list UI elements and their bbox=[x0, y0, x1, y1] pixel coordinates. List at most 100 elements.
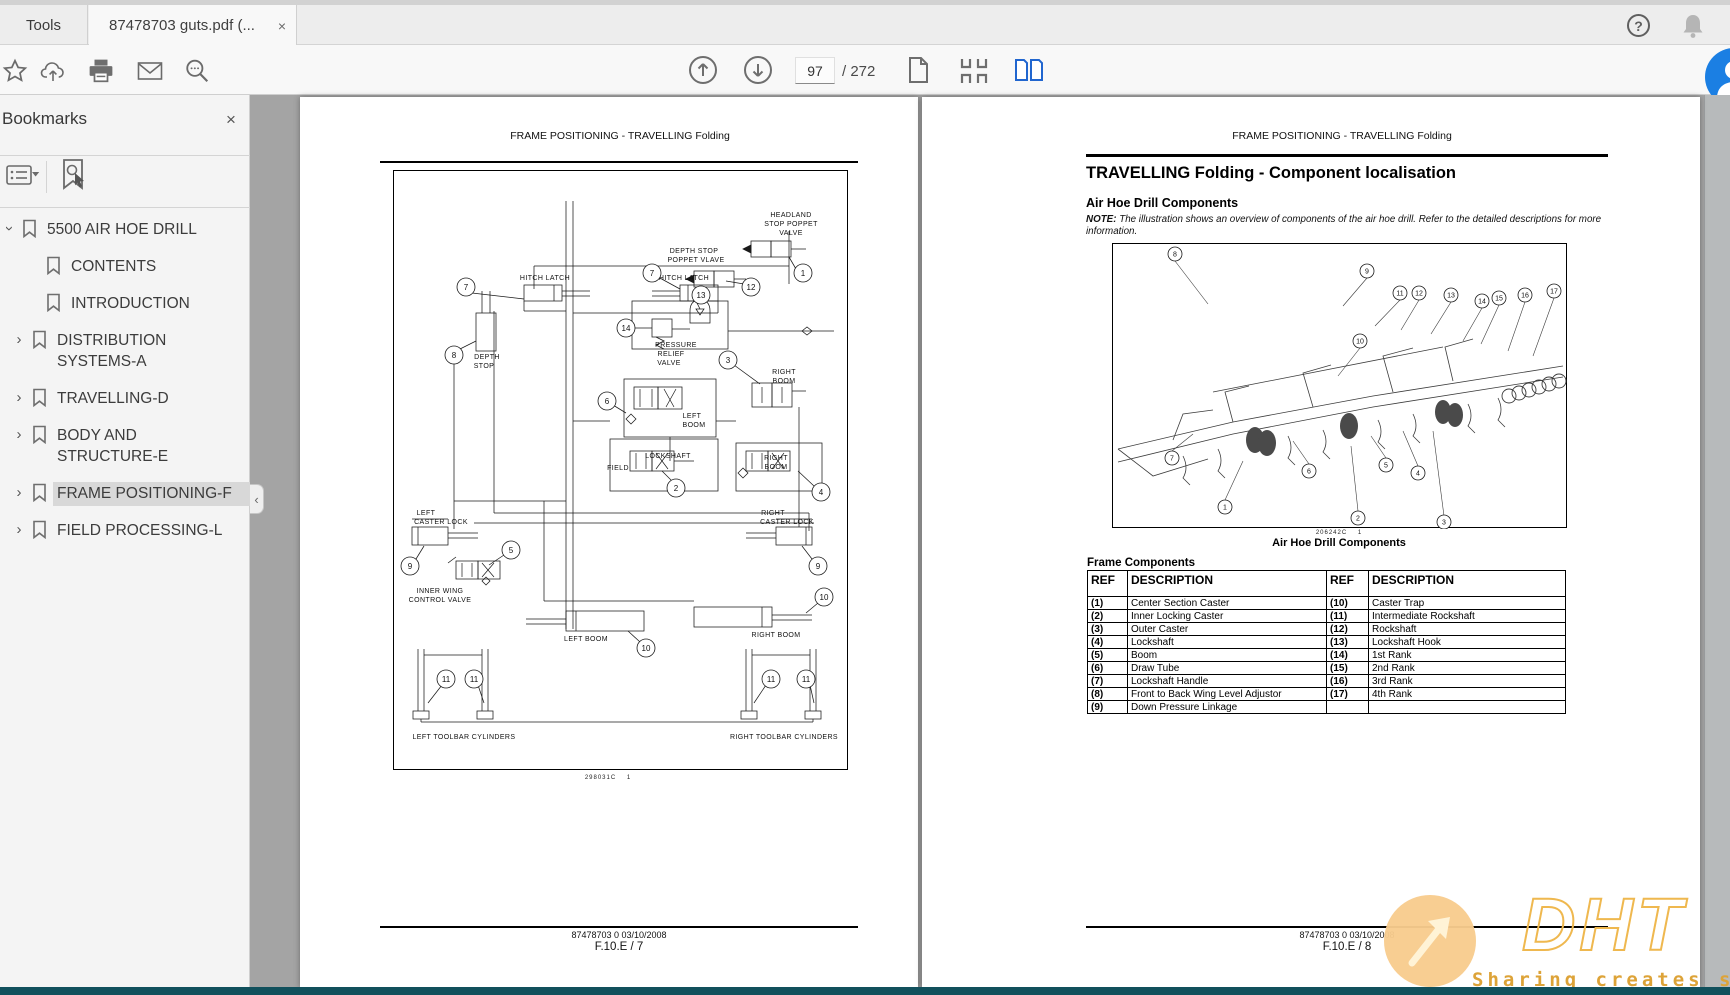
new-bookmark-icon[interactable] bbox=[58, 158, 92, 194]
chevron-right-icon[interactable]: › bbox=[16, 331, 22, 348]
pdf-page-right: FRAME POSITIONING - TRAVELLING Folding T… bbox=[922, 97, 1700, 988]
page-total-label: / 272 bbox=[842, 63, 876, 80]
table-row: (1)Center Section Caster(10)Caster Trap bbox=[1087, 596, 1566, 610]
footer-rule bbox=[380, 926, 858, 928]
schematic-label: CASTER LOCK bbox=[760, 519, 814, 526]
chevron-down-icon[interactable]: › bbox=[0, 226, 18, 231]
vertical-scrollbar[interactable] bbox=[1704, 95, 1730, 995]
bookmark-icon bbox=[33, 425, 46, 444]
page-number-input[interactable] bbox=[795, 57, 835, 84]
callout-number: 3 bbox=[1442, 519, 1446, 526]
schematic-label: LEFT TOOLBAR CYLINDERS bbox=[413, 734, 516, 741]
bookmark-label: 5500 AIR HOE DRILL bbox=[47, 221, 197, 238]
cloud-upload-icon[interactable] bbox=[40, 58, 66, 84]
schematic-label: BOOM bbox=[683, 422, 706, 429]
bookmarks-close-icon[interactable]: × bbox=[226, 110, 236, 129]
chevron-right-icon[interactable]: › bbox=[16, 426, 22, 443]
callout-number: 14 bbox=[1478, 298, 1486, 305]
callout-number: 8 bbox=[452, 351, 457, 360]
note-label: NOTE: bbox=[1086, 214, 1117, 225]
schematic-label: POPPET VLAVE bbox=[667, 257, 724, 264]
bookmark-item-field-processing-l[interactable]: › FIELD PROCESSING-L bbox=[0, 519, 250, 543]
previous-page-button[interactable] bbox=[688, 55, 718, 85]
panel-collapse-handle[interactable]: ‹ bbox=[250, 484, 264, 514]
next-page-button[interactable] bbox=[743, 55, 773, 85]
bookmark-options-icon[interactable] bbox=[6, 163, 44, 189]
table-row: (9)Down Pressure Linkage bbox=[1087, 700, 1566, 714]
bookmark-icon bbox=[23, 219, 36, 238]
callout-number: 11 bbox=[442, 675, 451, 684]
bookmark-item-5500-air-hoe-drill[interactable]: › 5500 AIR HOE DRILL bbox=[0, 218, 250, 242]
divider bbox=[0, 155, 250, 156]
bookmark-item-frame-positioning-f[interactable]: › FRAME POSITIONING-F bbox=[0, 482, 250, 506]
tab-close-icon[interactable]: × bbox=[277, 17, 286, 34]
bookmark-item-travelling-d[interactable]: › TRAVELLING-D bbox=[0, 387, 250, 411]
divider bbox=[46, 161, 47, 193]
bookmark-label: BODY AND STRUCTURE-E bbox=[57, 427, 169, 465]
single-page-view-icon[interactable] bbox=[906, 56, 930, 84]
col-header: REF bbox=[1087, 570, 1128, 597]
callout-number: 1 bbox=[1223, 504, 1227, 511]
table-row: (2)Inner Locking Caster(11)Intermediate … bbox=[1087, 609, 1566, 623]
schematic-label: CASTER LOCK bbox=[414, 519, 468, 526]
favorite-star-icon[interactable] bbox=[2, 58, 28, 84]
schematic-label: HITCH LATCH bbox=[659, 275, 709, 282]
print-icon[interactable] bbox=[88, 58, 114, 84]
chevron-right-icon[interactable]: › bbox=[16, 484, 22, 501]
right-footer-page: F.10.E / 8 bbox=[1322, 941, 1372, 953]
bookmark-item-distribution-systems-a[interactable]: › DISTRIBUTION SYSTEMS-A bbox=[0, 329, 250, 374]
two-page-view-icon[interactable] bbox=[1014, 58, 1044, 82]
callout-number: 16 bbox=[1521, 292, 1529, 299]
table-row: (7)Lockshaft Handle(16)3rd Rank bbox=[1087, 674, 1566, 688]
bookmark-item-contents[interactable]: CONTENTS bbox=[14, 255, 250, 279]
bookmark-item-body-and-structure-e[interactable]: › BODY AND STRUCTURE-E bbox=[0, 424, 250, 469]
col-header: DESCRIPTION bbox=[1127, 570, 1327, 597]
air-hoe-drill-figure: 8 9 11 12 13 14 15 16 17 10 7 6 5 4 1 2 bbox=[1112, 243, 1567, 530]
schematic-label: RIGHT bbox=[761, 510, 785, 517]
bell-icon[interactable] bbox=[1680, 12, 1706, 40]
pdf-page-left: FRAME POSITIONING - TRAVELLING Folding bbox=[300, 97, 918, 988]
watermark-arrow-badge bbox=[1384, 895, 1476, 987]
right-footer-doc: 87478703 0 03/10/2008 bbox=[1299, 930, 1395, 940]
schematic-label: LEFT BOOM bbox=[564, 636, 608, 643]
search-zoom-icon[interactable] bbox=[184, 58, 210, 84]
email-icon[interactable] bbox=[137, 58, 163, 84]
schematic-label: PRESSURE bbox=[655, 342, 697, 349]
tab-document[interactable]: 87478703 guts.pdf (... × bbox=[89, 5, 297, 46]
tab-tools[interactable]: Tools bbox=[0, 5, 88, 45]
page-thumbnails-icon[interactable] bbox=[959, 58, 989, 84]
table-row: (4)Lockshaft(13)Lockshaft Hook bbox=[1087, 635, 1566, 649]
window-top-edge bbox=[0, 0, 1730, 5]
right-figure-code: 206242C 1 bbox=[1315, 530, 1363, 536]
col-header: REF bbox=[1326, 570, 1369, 597]
schematic-label: VALVE bbox=[779, 230, 803, 237]
section-subtitle: Air Hoe Drill Components bbox=[1086, 196, 1239, 210]
schematic-label: DEPTH bbox=[474, 354, 500, 361]
table-row: (6)Draw Tube(15)2nd Rank bbox=[1087, 661, 1566, 675]
schematic-label: DEPTH STOP bbox=[670, 248, 719, 255]
bookmark-icon bbox=[33, 483, 46, 502]
chevron-right-icon[interactable]: › bbox=[16, 389, 22, 406]
schematic-label: LEFT bbox=[417, 510, 436, 517]
callout-number: 15 bbox=[1495, 295, 1503, 302]
callout-number: 4 bbox=[819, 488, 824, 497]
schematic-label: BOOM bbox=[773, 378, 796, 385]
schematic-label: STOP bbox=[474, 363, 495, 370]
note-text: NOTE: The illustration shows an overview… bbox=[1086, 214, 1602, 237]
document-tab-title: 87478703 guts.pdf (... bbox=[109, 17, 255, 34]
schematic-label: RIGHT bbox=[764, 455, 788, 462]
svg-text:DHT: DHT bbox=[1522, 884, 1688, 966]
callout-number: 11 bbox=[470, 675, 479, 684]
schematic-label: BOOM bbox=[765, 464, 788, 471]
callout-number: 17 bbox=[1550, 288, 1558, 295]
callout-number: 13 bbox=[1447, 292, 1455, 299]
bookmark-item-introduction[interactable]: INTRODUCTION bbox=[14, 292, 250, 316]
chevron-right-icon[interactable]: › bbox=[16, 521, 22, 538]
title-rule bbox=[1086, 154, 1608, 157]
callout-number: 7 bbox=[1170, 455, 1174, 462]
frame-components-table: REF DESCRIPTION REF DESCRIPTION (1)Cente… bbox=[1087, 570, 1566, 714]
help-icon[interactable]: ? bbox=[1627, 14, 1650, 37]
callout-number: 13 bbox=[697, 291, 706, 300]
callout-number: 2 bbox=[1356, 515, 1360, 522]
schematic-label: RELIEF bbox=[658, 351, 685, 358]
